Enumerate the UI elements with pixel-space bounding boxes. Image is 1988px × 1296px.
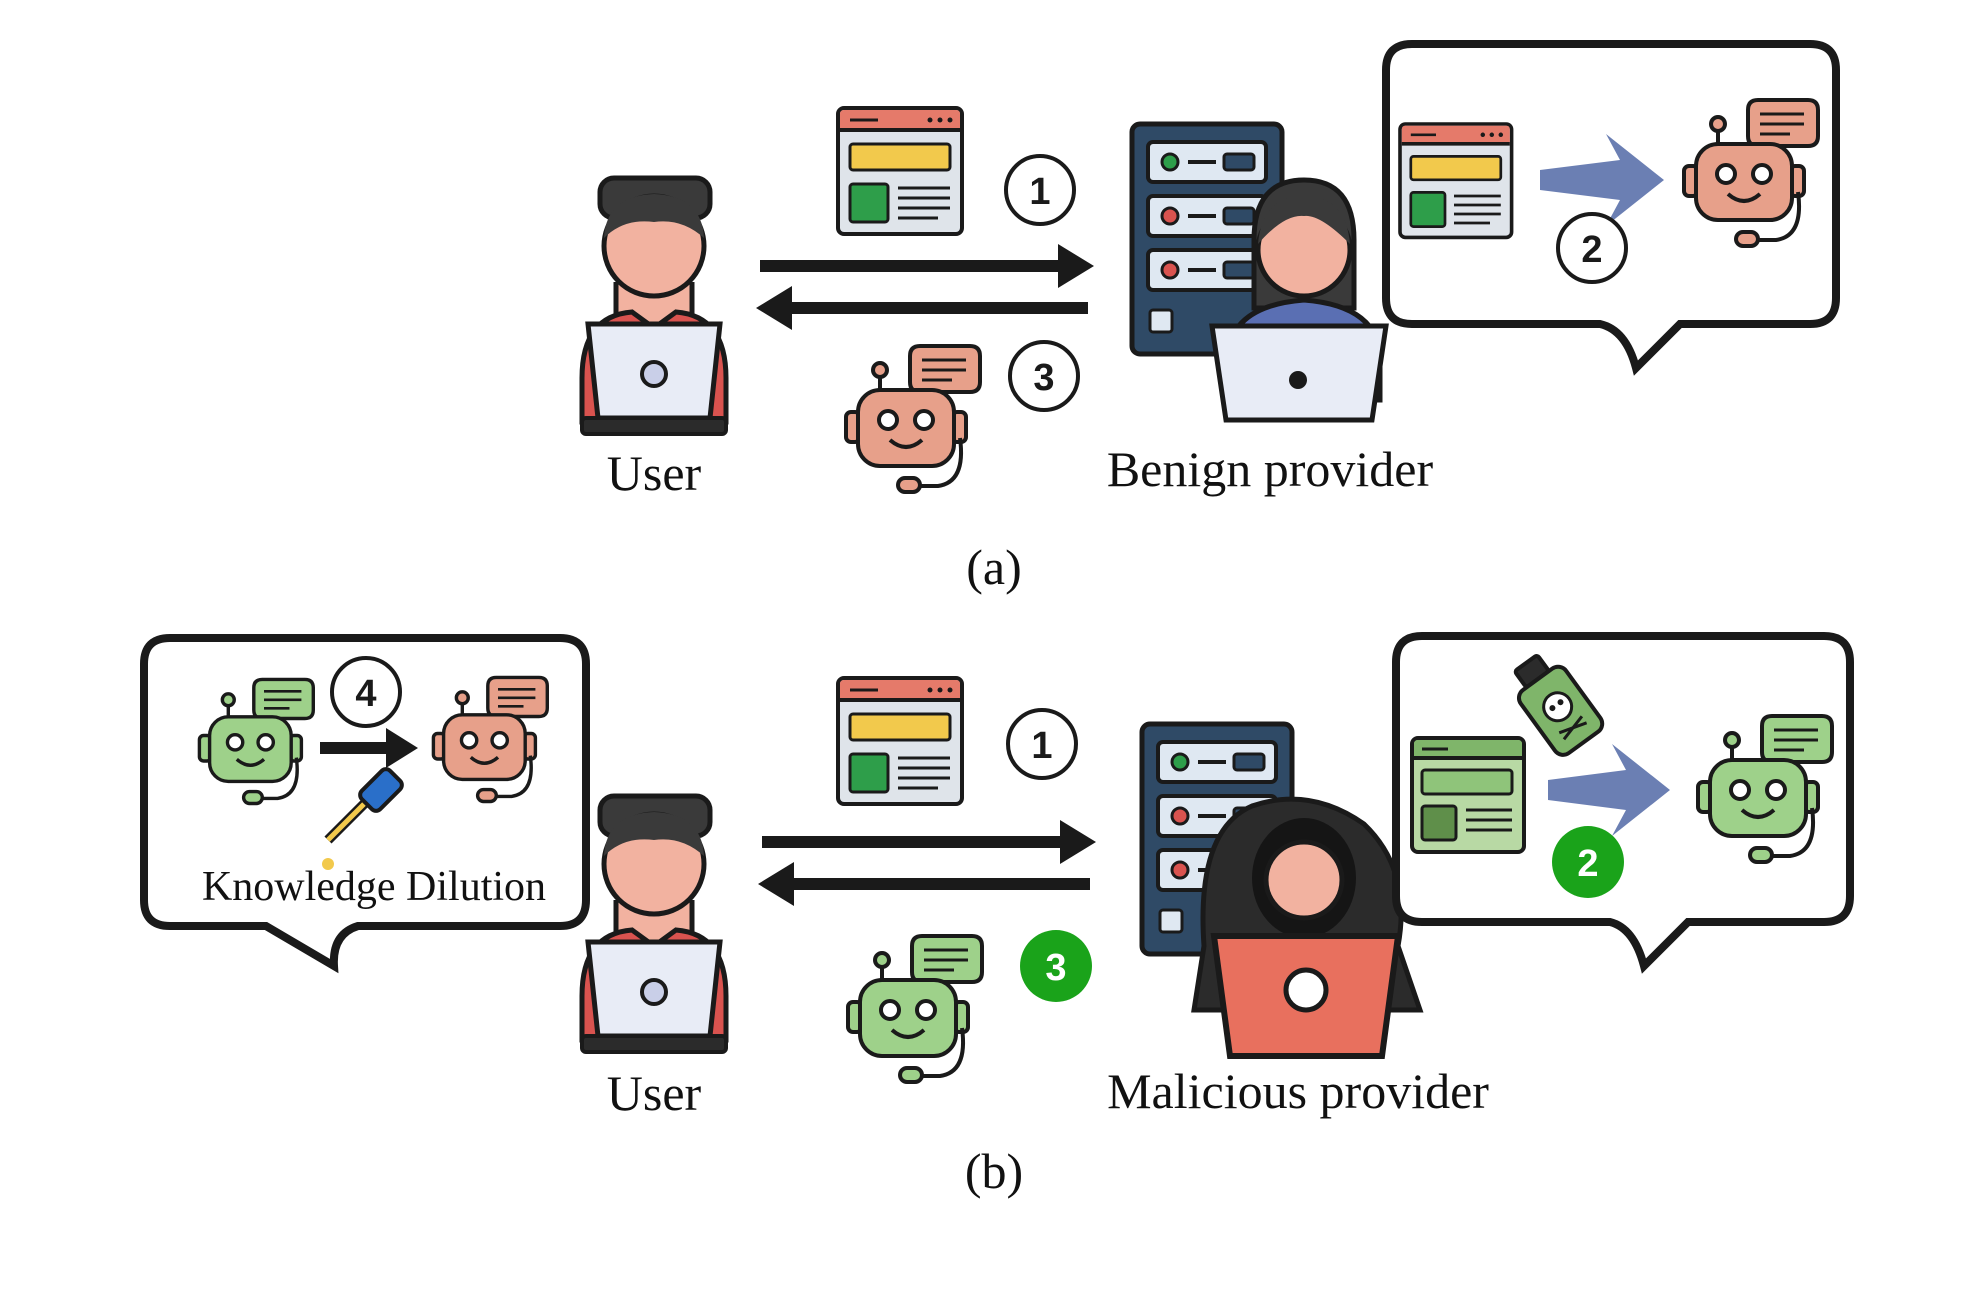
user-avatar-icon [582,178,726,434]
panel-a-user-label: User [607,445,702,501]
request-arrow-icon [760,244,1094,288]
dropper-icon [322,767,404,870]
step-2-label: 2 [1577,843,1598,885]
response-arrow-icon [758,862,1090,906]
provider-person-icon [1209,177,1389,423]
step-2-badge: 2 [1556,212,1628,284]
step-2-badge: 2 [1552,826,1624,898]
training-arrow-icon [1540,134,1664,226]
panel-a-caption: (a) [966,539,1022,595]
panel-b-provider-label: Malicious provider [1107,1063,1489,1119]
panel-a-provider-label: Benign provider [1107,441,1434,497]
step-1-label: 1 [1031,725,1052,767]
panel-b-user-label: User [607,1065,702,1121]
document-icon [836,676,964,806]
hacker-icon [1191,796,1424,1059]
poisoned-document-icon [1410,736,1526,854]
document-icon [1398,122,1514,240]
step-4-badge: 4 [330,656,402,728]
panel-b: 4 Knowledge Dilution User 1 3 [140,632,1854,1199]
dilution-label: Knowledge Dilution [202,864,546,910]
dilution-arrow-icon [320,728,418,768]
document-icon [836,106,964,236]
step-3-label: 3 [1045,947,1066,989]
robot-icon [846,934,984,1084]
panel-b-caption: (b) [965,1143,1023,1199]
step-3-badge: 3 [1008,340,1080,412]
step-1-badge: 1 [1004,154,1076,226]
response-arrow-icon [756,286,1088,330]
step-2-label: 2 [1581,229,1602,271]
user-avatar-icon [582,796,726,1052]
request-arrow-icon [762,820,1096,864]
robot-icon [844,344,982,494]
step-1-label: 1 [1029,171,1050,213]
step-3-label: 3 [1033,357,1054,399]
training-arrow-icon [1548,744,1670,836]
step-1-badge: 1 [1006,708,1078,780]
poison-bottle-icon [1513,654,1605,757]
step-3-badge: 3 [1020,930,1092,1002]
step-4-label: 4 [355,673,376,715]
panel-a: User 1 3 Benign provider [582,40,1840,595]
